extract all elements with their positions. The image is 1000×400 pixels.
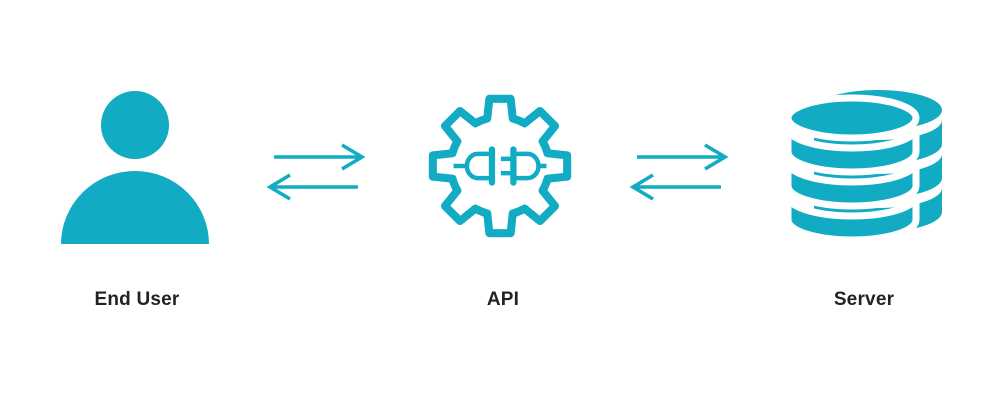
person-icon [61,91,209,244]
bidirectional-arrows-left [266,143,366,201]
arrow-left-icon [266,173,358,201]
plug-socket-pair [453,146,547,186]
gear-outline [428,94,572,238]
bidirectional-arrows-right [629,143,729,201]
database-icon [786,90,942,244]
left-plug-body [464,151,490,181]
arrow-right-icon [274,143,366,171]
gear-plug-icon [428,94,572,238]
end-user-label: End User [94,289,180,310]
arrow-left-icon [629,173,721,201]
arrow-right-icon [637,143,729,171]
right-plug-body [516,151,541,181]
api-label: API [486,289,520,310]
database-front-stack [786,94,920,244]
server-label: Server [833,289,895,310]
